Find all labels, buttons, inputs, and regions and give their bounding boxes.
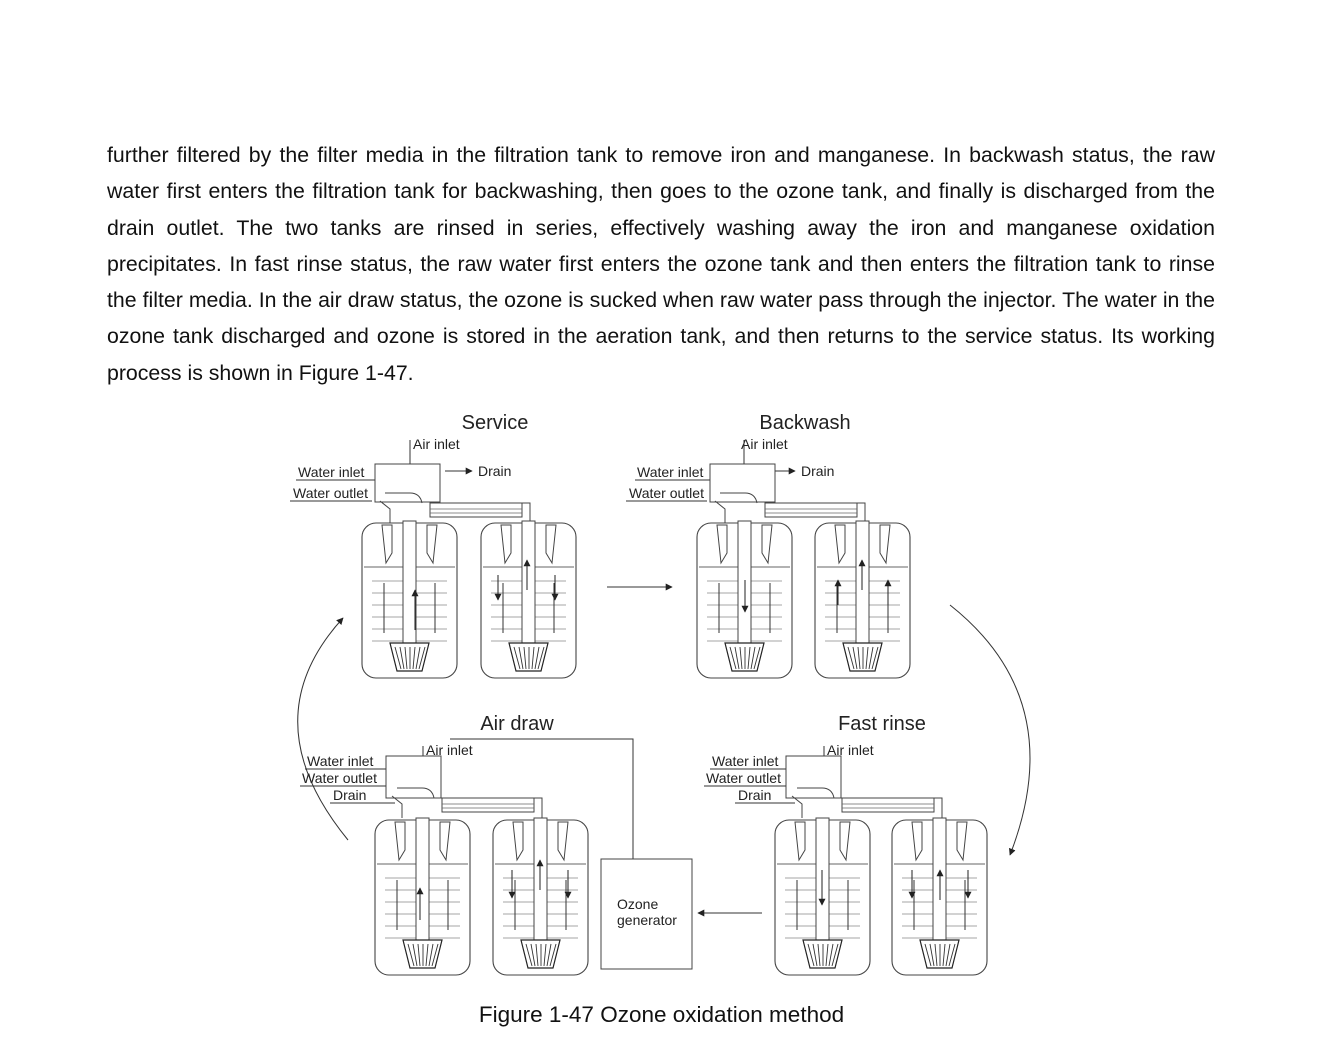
service-air-inlet-label: Air inlet [413,436,460,452]
arrow-backwash-to-fastrinse [949,604,1031,856]
service-drain-label: Drain [478,463,511,479]
panel-air-draw: Air draw Air inlet Water inlet Water out… [300,713,634,976]
panel-fast-rinse: Fast rinse Air inlet Water inlet Water o… [704,713,988,976]
arrow-airdraw-to-service [297,617,349,841]
fastrinse-air-inlet-label: Air inlet [827,742,874,758]
ozone-generator: Ozone generator [600,858,693,970]
service-title: Service [462,412,529,434]
body-paragraph: further filtered by the filter media in … [107,143,1215,385]
ozone-process-figure: Service Air inlet Water inlet Water outl… [0,400,1323,1000]
panel-service: Service Air inlet Water inlet Water outl… [290,412,577,679]
figure-caption: Figure 1-47 Ozone oxidation method [478,1002,845,1027]
backwash-air-inlet-label: Air inlet [741,436,788,452]
fastrinse-drain-label: Drain [738,787,771,803]
backwash-drain-label: Drain [801,463,834,479]
airdraw-water-outlet-label: Water outlet [302,770,377,786]
ozone-generator-label-2: generator [617,912,677,928]
ozone-generator-label-1: Ozone [617,896,658,912]
airdraw-drain-label: Drain [333,787,366,803]
backwash-water-outlet-label: Water outlet [629,485,704,501]
panel-backwash: Backwash Air inlet Water inlet Water out… [626,412,911,679]
process-diagram: Service Air inlet Water inlet Water outl… [290,412,1031,976]
backwash-title: Backwash [759,412,850,434]
fastrinse-title: Fast rinse [838,713,926,735]
airdraw-air-inlet-label: Air inlet [426,742,473,758]
airdraw-water-inlet-label: Water inlet [307,753,374,769]
service-water-outlet-label: Water outlet [293,485,368,501]
backwash-water-inlet-label: Water inlet [637,464,704,480]
airdraw-title: Air draw [480,713,554,735]
service-water-inlet-label: Water inlet [298,464,365,480]
fastrinse-water-outlet-label: Water outlet [706,770,781,786]
fastrinse-water-inlet-label: Water inlet [712,753,779,769]
